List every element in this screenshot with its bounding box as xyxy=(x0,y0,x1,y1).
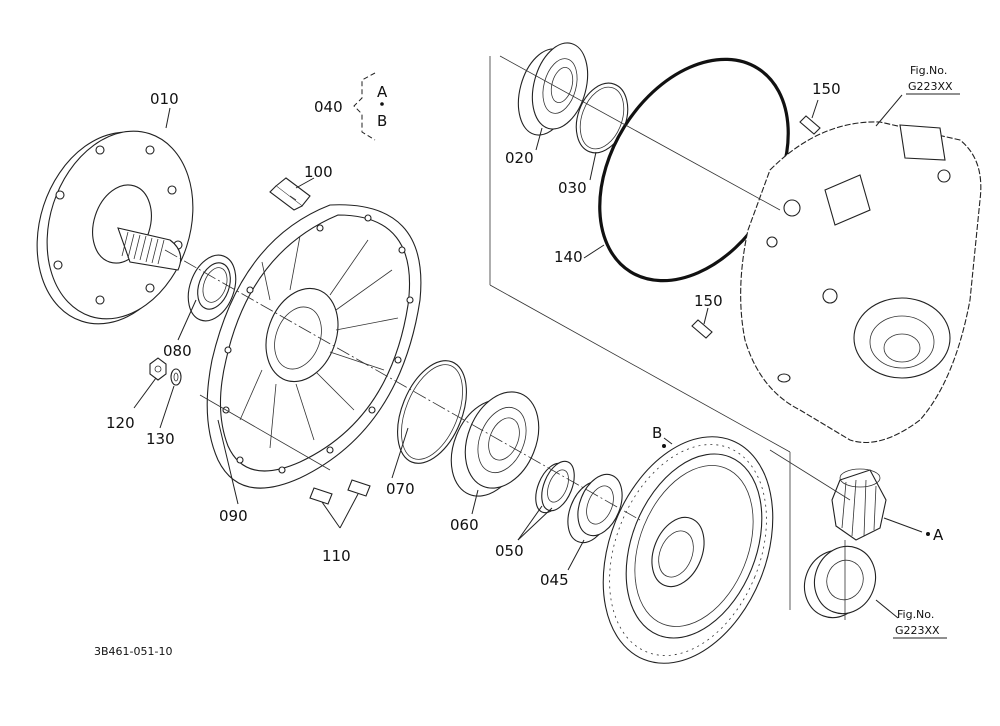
part-020-bearing xyxy=(517,42,589,136)
reference-a: A xyxy=(933,526,944,544)
part-090-housing-cover xyxy=(206,204,422,489)
ref-b-dot xyxy=(662,444,666,448)
part-110-studs xyxy=(309,479,371,505)
part-045-collar xyxy=(567,473,623,544)
label-080: 080 xyxy=(163,342,192,360)
label-050: 050 xyxy=(495,542,524,560)
label-040: 040 xyxy=(314,98,343,116)
label-150-upper: 150 xyxy=(812,80,841,98)
bracket-dot xyxy=(380,102,384,106)
label-030: 030 xyxy=(558,179,587,197)
part-060-bearing xyxy=(450,391,540,497)
leader-lines xyxy=(133,94,923,619)
label-060: 060 xyxy=(450,516,479,534)
differential-case xyxy=(740,121,982,444)
label-100: 100 xyxy=(304,163,333,181)
option-bracket-040 xyxy=(353,72,384,141)
part-150-pin-lower xyxy=(691,319,713,339)
part-070-o-ring xyxy=(397,360,467,464)
label-070: 070 xyxy=(386,480,415,498)
part-a-pinion xyxy=(831,468,887,541)
label-090: 090 xyxy=(219,507,248,525)
part-050-shims xyxy=(535,460,575,514)
label-020: 020 xyxy=(505,149,534,167)
reference-b: B xyxy=(652,424,662,442)
drawing-number: 3B461-051-10 xyxy=(94,645,172,658)
option-a: A xyxy=(377,83,388,101)
panel-outline xyxy=(489,56,791,610)
label-045: 045 xyxy=(540,571,569,589)
part-080-oil-seal xyxy=(187,254,237,322)
figref-bottom-line2: G223XX xyxy=(895,624,940,637)
option-b: B xyxy=(377,112,387,130)
figref-top-line1: Fig.No. xyxy=(910,64,947,77)
label-110: 110 xyxy=(322,547,351,565)
figref-bottom-line1: Fig.No. xyxy=(897,608,934,621)
ref-a-dot xyxy=(926,532,930,536)
part-150-pin-upper xyxy=(799,115,821,135)
label-010: 010 xyxy=(150,90,179,108)
part-010-flange-shaft xyxy=(36,130,194,325)
label-130: 130 xyxy=(146,430,175,448)
part-120-nut xyxy=(149,357,167,381)
label-120: 120 xyxy=(106,414,135,432)
part-100-bolt xyxy=(269,177,311,211)
pinion-bearing xyxy=(803,545,877,619)
label-150-lower: 150 xyxy=(694,292,723,310)
figref-top-line2: G223XX xyxy=(908,80,953,93)
part-130-lock-washer xyxy=(170,368,182,386)
label-140: 140 xyxy=(554,248,583,266)
part-b-ring-gear xyxy=(602,436,774,664)
axis-lines xyxy=(164,55,851,620)
